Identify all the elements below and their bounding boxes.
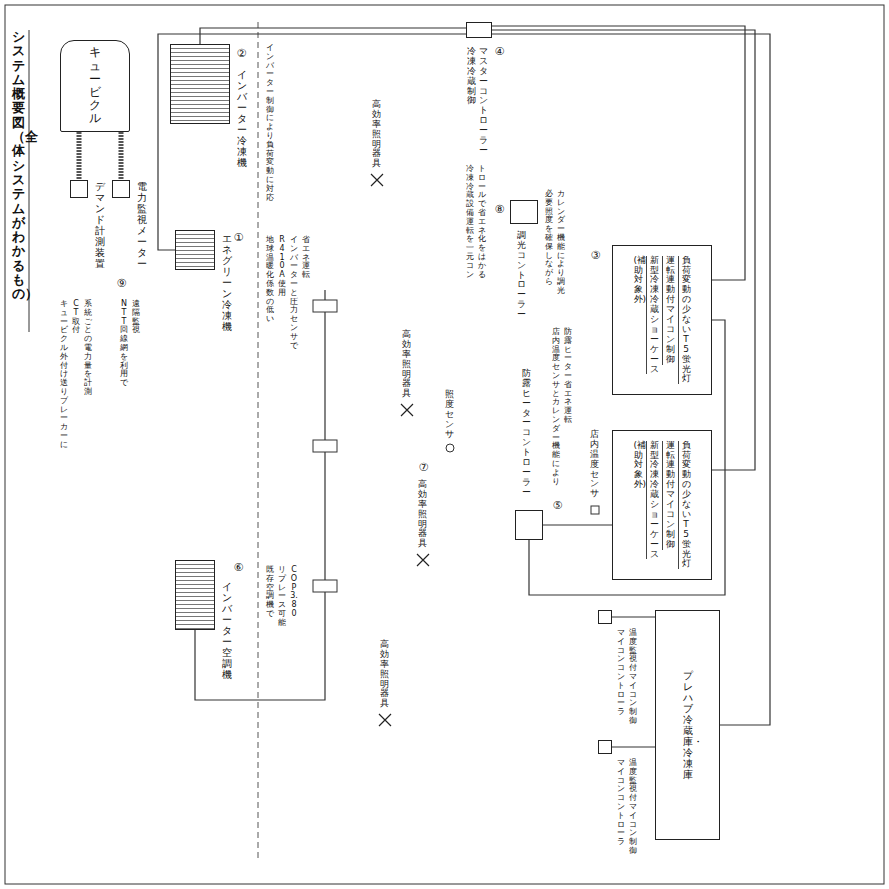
note-text: 店内温度センサとカレンダー機能により: [552, 328, 560, 486]
controller-box: 調光コントローラー: [510, 200, 538, 224]
text-group: プレハブ冷蔵庫・冷凍庫: [683, 670, 693, 780]
indoor-unit: [313, 300, 337, 312]
note-text: キュービクル外付け送りブレーカーに: [60, 300, 68, 450]
callout-number: ⑧: [494, 204, 505, 216]
node-label: 温度監視付マイコン制御: [629, 629, 637, 726]
prefab-room: プレハブ冷蔵庫・冷凍庫: [655, 610, 720, 840]
node-label: 運転連動付マイコン制御: [662, 256, 675, 365]
node-label: インバーター冷凍機: [237, 69, 247, 168]
meter-box: デマンド計測装置: [70, 180, 88, 198]
node-label: マスターコントローラー: [479, 47, 488, 156]
node-label: デマンド計測装置: [95, 181, 105, 269]
note-text: COP 3.80: [290, 566, 298, 619]
text-group: (補助対象外)新型冷凍冷蔵ショーケース運転連動付マイコン制御負荷変動の少ないT5…: [634, 256, 691, 385]
node-label: プレハブ冷蔵庫・冷凍庫: [683, 670, 693, 780]
callout-number: ⑥: [233, 562, 244, 574]
node-label: マイコンコントローラ: [617, 759, 625, 847]
building-line: [258, 22, 259, 862]
node-label: (補助対象外): [634, 441, 643, 490]
note-text: 系統ごとの電力量を計測: [84, 300, 92, 397]
light-marks: [371, 174, 429, 726]
node-label: (補助対象外): [634, 256, 643, 305]
node-label: 調光コントローラー: [517, 231, 526, 320]
diagram-title: システム概要図（全体システムがわかるもの）: [12, 30, 25, 302]
sensor-label: 照度センサ: [445, 390, 454, 439]
note-text: 必要照度を確保しながら: [545, 190, 553, 287]
connector: [612, 616, 655, 617]
text-group: (補助対象外)新型冷凍冷蔵ショーケース運転連動付マイコン制御負荷変動の少ないT5…: [634, 441, 691, 570]
light-label: 高効率照明器具: [380, 640, 389, 709]
connector: [612, 746, 655, 747]
note-text: 地球温暖化係数の低い: [266, 236, 274, 324]
connector: [119, 132, 124, 180]
callout-number: ④: [494, 46, 505, 58]
node-label: マイコンコントローラ: [617, 629, 625, 717]
showcase-box: (補助対象外)新型冷凍冷蔵ショーケース運転連動付マイコン制御負荷変動の少ないT5…: [612, 245, 712, 395]
connector: [492, 26, 745, 280]
aircon-unit: インバーター空調機: [175, 560, 215, 630]
note-text: CT取付: [72, 300, 80, 335]
indoor-unit: [313, 580, 337, 592]
node-label: 防露ヒーターコントローラー: [522, 369, 531, 498]
light-label: 高効率照明器具: [418, 480, 427, 549]
connector: [492, 34, 770, 725]
node-label: インバーター空調機: [222, 581, 232, 680]
note-text: インバーター制御により負荷変動に対応: [266, 44, 274, 202]
light-label: 高効率照明器具: [402, 330, 411, 399]
node-label: 負荷変動の少ないT5蛍光灯: [678, 441, 691, 570]
showcase-box: (補助対象外)新型冷凍冷蔵ショーケース運転連動付マイコン制御負荷変動の少ないT5…: [612, 430, 712, 580]
temp-sensor: [591, 506, 599, 514]
refrigerator-unit: インバーター冷凍機: [170, 44, 230, 124]
node-label: 運転連動付マイコン制御: [662, 441, 675, 550]
callout-number: ③: [590, 250, 601, 262]
callout-number: ⑦: [418, 462, 429, 474]
note-text: カレンダー機能により調光: [557, 190, 565, 296]
note-text: 省エネ運転: [302, 236, 310, 280]
controller-box: マイコンコントローラ温度監視付マイコン制御: [598, 610, 612, 624]
controller-box: 防露ヒーターコントローラー: [515, 510, 543, 540]
node-label: 新型冷凍冷蔵ショーケース: [646, 256, 659, 375]
node-label: 電力監視メーター: [137, 181, 147, 269]
node-label: キュービクル: [89, 46, 101, 125]
text-group: キュービクル: [89, 46, 101, 125]
node-label: 冷凍冷蔵制御: [467, 47, 476, 106]
page-border: [5, 5, 884, 884]
connector: [200, 28, 466, 44]
title-underline: [29, 30, 30, 332]
lux-sensor: [446, 444, 454, 452]
note-text: 防露ヒーター省エネ運転: [564, 328, 572, 425]
callout-number: ⑤: [552, 500, 563, 512]
controller-box: マイコンコントローラ温度監視付マイコン制御: [598, 740, 612, 754]
controller-box: 冷凍冷蔵制御マスターコントローラー: [466, 22, 492, 38]
node-label: 温度監視付マイコン制御: [629, 759, 637, 856]
note-text: インバーターと圧力センサで: [290, 236, 298, 350]
refrigerator-unit: エネグリーン冷凍機: [175, 230, 215, 270]
light-label: 高効率照明器具: [372, 100, 381, 169]
indoor-unit: [313, 440, 337, 452]
cubicle-box: キュービクル: [60, 40, 130, 132]
node-label: 新型冷凍冷蔵ショーケース: [646, 441, 659, 560]
connector: [492, 30, 755, 470]
note-text: トロールで省エネ化をはかる: [478, 165, 486, 279]
note-text: R410A使用: [278, 236, 286, 298]
callout-number: ①: [233, 232, 244, 244]
connector: [543, 524, 612, 525]
note-text: 既存空調機で: [266, 566, 274, 619]
note-text: 遠隔監視: [132, 300, 140, 335]
meter-box: 電力監視メーター: [112, 180, 130, 198]
node-label: エネグリーン冷凍機: [222, 233, 232, 332]
note-text: NTT回線網を利用で: [120, 300, 128, 388]
sensor-label: 店内温度センサ: [590, 430, 599, 499]
callout-number: ②: [236, 48, 247, 60]
callout-number: ⑨: [116, 278, 127, 290]
node-label: 負荷変動の少ないT5蛍光灯: [678, 256, 691, 385]
connector: [77, 132, 82, 180]
note-text: 冷凍冷蔵設備運転を一元コン: [466, 165, 474, 279]
connector: [158, 34, 466, 250]
ac-pipe: [195, 290, 325, 700]
note-text: リプレース可能: [278, 566, 286, 628]
